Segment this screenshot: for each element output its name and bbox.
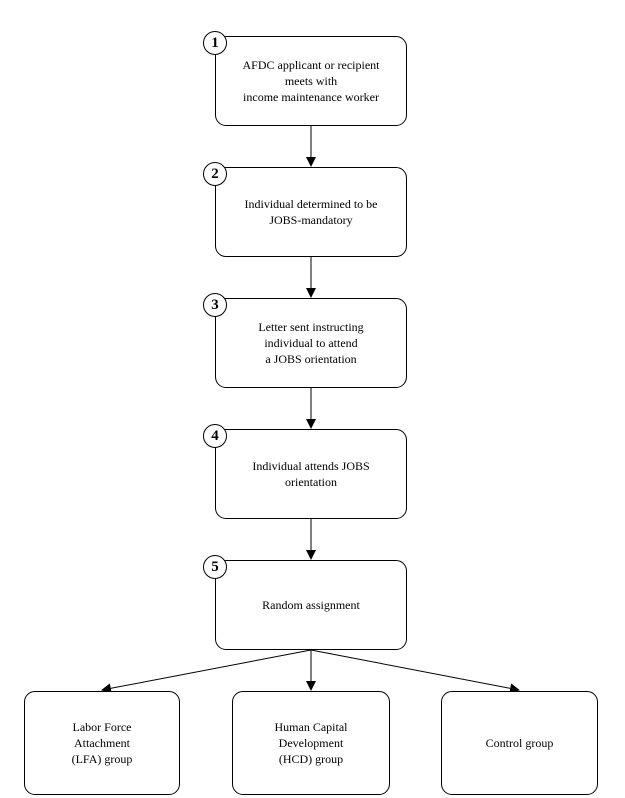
arrow-5-control bbox=[310, 649, 520, 694]
step-2-box: Individual determined to be JOBS-mandato… bbox=[215, 167, 407, 257]
step-5-box: Random assignment bbox=[215, 560, 407, 650]
outcome-control-text: Control group bbox=[485, 736, 554, 750]
outcome-lfa-text: Labor Force Attachment (LFA) group bbox=[71, 720, 133, 766]
step-2-text: Individual determined to be JOBS-mandato… bbox=[244, 197, 378, 227]
step-1-text: AFDC applicant or recipient meets with i… bbox=[242, 58, 380, 104]
outcome-hcd-text: Human Capital Development (HCD) group bbox=[274, 720, 348, 766]
arrow-5-lfa bbox=[101, 649, 312, 694]
step-1-badge: 1 bbox=[203, 31, 227, 55]
step-3-text: Letter sent instructing individual to at… bbox=[258, 320, 364, 366]
step-2-badge: 2 bbox=[203, 162, 227, 186]
outcome-hcd-box: Human Capital Development (HCD) group bbox=[232, 691, 390, 795]
step-5-text: Random assignment bbox=[262, 598, 360, 612]
step-4-text: Individual attends JOBS orientation bbox=[252, 459, 370, 489]
step-5-badge: 5 bbox=[203, 555, 227, 579]
step-3-badge: 3 bbox=[203, 293, 227, 317]
outcome-control-box: Control group bbox=[441, 691, 598, 795]
step-1-box: AFDC applicant or recipient meets with i… bbox=[215, 36, 407, 126]
step-4-badge: 4 bbox=[203, 424, 227, 448]
outcome-lfa-box: Labor Force Attachment (LFA) group bbox=[24, 691, 180, 795]
step-3-box: Letter sent instructing individual to at… bbox=[215, 298, 407, 388]
step-4-box: Individual attends JOBS orientation bbox=[215, 429, 407, 519]
